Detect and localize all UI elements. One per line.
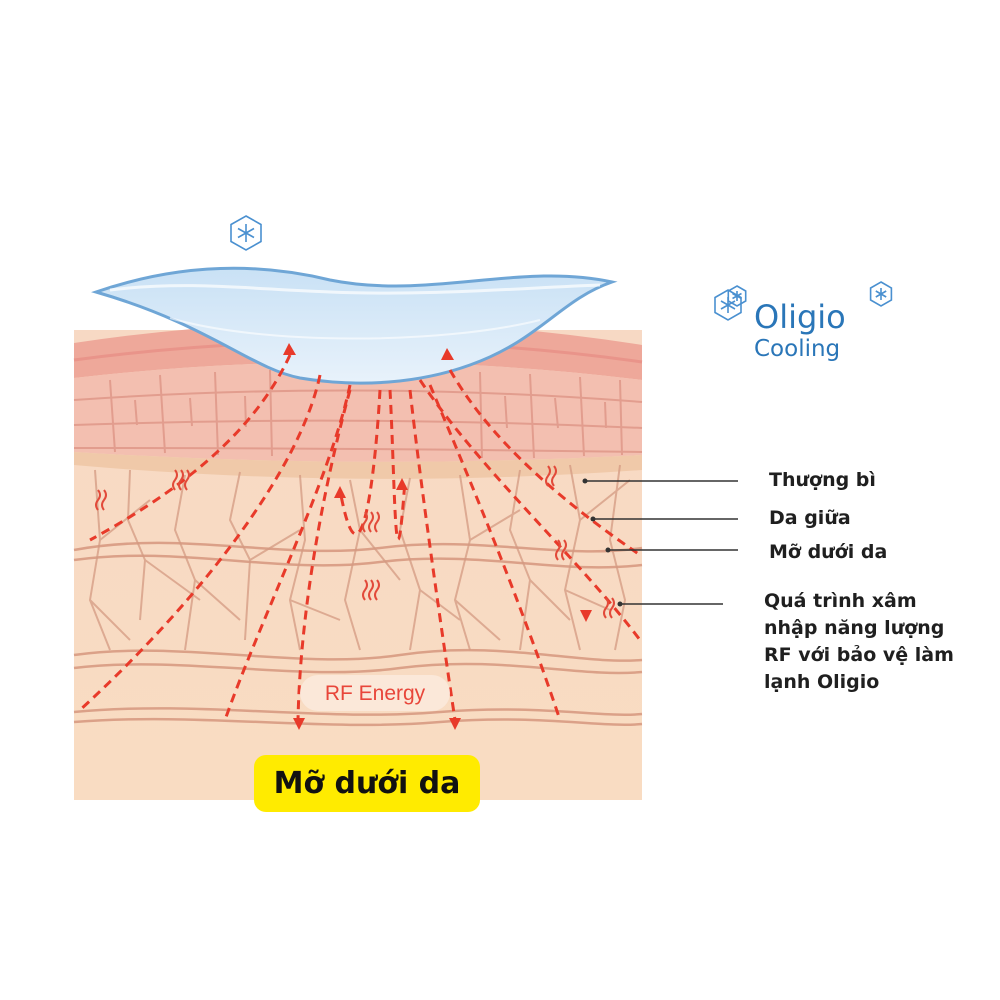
heat-wave-icon	[95, 489, 107, 511]
snowflake-icon	[230, 215, 262, 251]
label-rf-process: Quá trình xâm nhập năng lượng RF với bảo…	[764, 590, 954, 693]
heat-wave-icon	[362, 511, 380, 533]
heat-wave-icon	[545, 465, 557, 487]
brand-logo: Oligio Cooling	[754, 300, 846, 362]
cooling-tip	[91, 266, 618, 385]
heat-wave-icon	[555, 539, 567, 561]
label-dermis: Da giữa	[769, 507, 851, 529]
heat-wave-icon	[362, 579, 380, 601]
arrowhead-icon	[580, 610, 592, 622]
brand-name: Oligio	[754, 298, 846, 336]
arrowhead-icon	[396, 478, 408, 490]
heat-wave-icon	[603, 597, 615, 619]
snowflake-icon	[869, 281, 893, 307]
arrowhead-icon	[283, 343, 296, 355]
arrowhead-icon	[441, 348, 454, 360]
heat-wave-icon	[172, 469, 190, 491]
rf-energy-pill	[300, 675, 450, 711]
rf-energy-label: RF Energy	[325, 682, 426, 705]
arrowhead-icon	[334, 486, 346, 498]
label-subcutaneous: Mỡ dưới da	[769, 541, 888, 563]
arrowhead-icon	[449, 718, 461, 730]
snowflake-icon	[727, 285, 747, 307]
brand-subtitle: Cooling	[754, 336, 841, 362]
label-epidermis: Thượng bì	[769, 469, 876, 491]
arrowhead-icon	[293, 718, 305, 730]
bottom-badge-subcutaneous: Mỡ dưới da	[254, 755, 480, 812]
